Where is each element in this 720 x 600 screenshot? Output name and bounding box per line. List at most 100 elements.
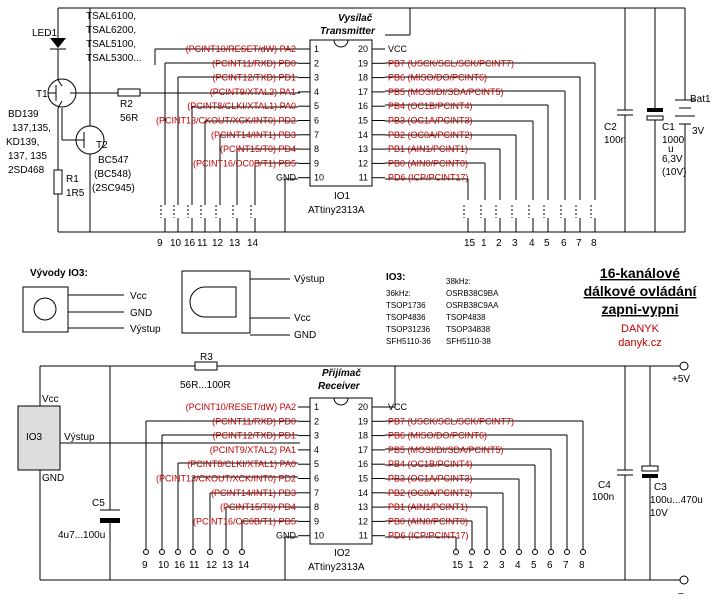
tx-button-label: 11	[197, 238, 208, 249]
ic1-pin-label-right: PB2 (OC0A/PCINT2)	[388, 130, 473, 140]
ic1-pin-num: 10	[314, 173, 324, 183]
c1-unit: u	[668, 144, 674, 155]
ic1-pin-label-left: (PCINT15/T0) PD4	[220, 144, 296, 154]
led-part-4: TSAL5300...	[86, 53, 142, 64]
ic2-pin-num: 11	[359, 531, 368, 541]
ic2-pin-label-left: (PCINT16/OC0B/T1) PD5	[193, 516, 296, 526]
ic1-pin-label-left: (PCINT10/RESET/dW) PA2	[186, 44, 296, 54]
title-line-2: dálkové ovládání	[584, 283, 698, 299]
ic2-pin-label-left: (PCINT15/T0) PD4	[220, 502, 296, 512]
ic2-pin-label-left: (PCINT9/XTAL2) PA1	[210, 445, 296, 455]
ic2-pin-num: 17	[358, 445, 368, 455]
ic2-pin-label-right: PB4 (OC1B/PCINT4)	[388, 459, 473, 469]
t1-part-2: 137,135,	[12, 123, 51, 134]
author: DANYK	[621, 323, 660, 335]
tx-button-label: 10	[170, 238, 182, 249]
output-terminal	[484, 549, 490, 555]
t2-ref: T2	[96, 140, 108, 151]
ic1-pin-label-right: PB4 (OC1B/PCINT4)	[388, 101, 473, 111]
ic1-pin-num: 15	[358, 116, 368, 126]
ic2-ref: IO2	[334, 548, 351, 559]
t1-part-4: 137, 135	[8, 151, 47, 162]
c5-val: 4u7...100u	[58, 530, 105, 541]
io3-pinout-side	[181, 270, 290, 336]
ic1-pin-label-left: GND	[276, 173, 297, 183]
ic1-pin-label-right: PB7 (USCK/SCL/SCK/PCINT7)	[388, 58, 514, 68]
c1-volt: 6,3V	[662, 154, 683, 165]
led-part-2: TSAL6200,	[86, 25, 136, 36]
ic1-pin-label-left: (PCINT14/INT1) PD3	[211, 130, 296, 140]
pinout-front-gnd: GND	[130, 308, 152, 319]
output-terminal	[223, 549, 229, 555]
ic2-pin-label-right: PB3 (OC1A/PCINT3)	[388, 474, 473, 484]
rx-output-label: 3	[499, 560, 505, 571]
tx-button-label: 7	[576, 238, 582, 249]
io3-col1-item: SFH5110-36	[386, 337, 431, 346]
io3-vcc: Vcc	[42, 394, 59, 405]
rx-output-label: 4	[515, 560, 521, 571]
output-terminal	[500, 549, 506, 555]
led-ref: LED1	[32, 28, 57, 39]
io3-col2-item: OSRB38C9BA	[446, 289, 499, 298]
rx-output-label: 15	[452, 560, 464, 571]
rx-output-label: 14	[238, 560, 250, 571]
t2-part-2: (BC548)	[94, 169, 131, 180]
ic2-pin-label-right: PB2 (OC0A/PCINT2)	[388, 488, 473, 498]
io3-col2-item: TSOP34838	[446, 325, 491, 334]
ic1-pin-label-right: PB1 (AIN1/PCINT1)	[388, 144, 468, 154]
io3-col1-item: TSOP4836	[386, 313, 426, 322]
ic1-pin-num: 19	[358, 58, 368, 68]
r1-ref: R1	[66, 174, 79, 185]
pinout-side-gnd: GND	[294, 330, 316, 341]
ic1-pin-num: 12	[358, 158, 368, 168]
rx-title-cz: Přijímač	[322, 368, 361, 379]
ic1-pin-num: 17	[358, 87, 368, 97]
r3-val: 56R...100R	[180, 380, 231, 391]
ic1-pin-num: 18	[358, 73, 368, 83]
ic1-pin-label-right: PB0 (AIN0/PCINT0)	[388, 158, 468, 168]
ic2-part: ATtiny2313A	[308, 562, 365, 573]
ic1-pin-label-left: (PCINT11/RXD) PD0	[212, 58, 296, 68]
tx-button-label: 13	[229, 238, 241, 249]
ic1-pin-num: 20	[358, 44, 368, 54]
io3-col1-item: TSOP1736	[386, 301, 426, 310]
rx-output-label: 16	[174, 560, 186, 571]
io3-col2-item: TSOP4838	[446, 313, 486, 322]
c5-ref: C5	[92, 498, 105, 509]
ic2-pin-label-right: PB6 (MISO/DO/PCINT6)	[388, 431, 487, 441]
ic2-pin-num: 2	[314, 416, 319, 426]
ic2-pin-num: 20	[358, 402, 368, 412]
rx-output-label: 7	[563, 560, 569, 571]
ic1-pin-label-right: PB3 (OC1A/PCINT3)	[388, 116, 473, 126]
rx-output-label: 8	[579, 560, 585, 571]
ic2-pin-label-left: (PCINT14/INT1) PD3	[211, 488, 296, 498]
rx-output-label: 1	[468, 560, 474, 571]
ic2-pin-num: 18	[358, 431, 368, 441]
io3-module	[17, 405, 61, 471]
tx-button-label: 9	[157, 238, 163, 249]
t2-part-3: (2SC945)	[92, 183, 135, 194]
tx-button-label: 14	[247, 238, 259, 249]
pinout-front-out: Výstup	[130, 324, 161, 335]
ic1-pin-label-left: (PCINT8/CLKI/XTAL1) PA0	[187, 101, 296, 111]
title-line-1: 16-kanálové	[600, 265, 680, 281]
ic2-pin-num: 12	[358, 516, 368, 526]
pinout-title: Vývody IO3:	[30, 268, 88, 279]
ic2-pin-num: 6	[314, 474, 319, 484]
output-terminal	[207, 549, 213, 555]
rx-output-label: 13	[222, 560, 234, 571]
rx-output-label: 2	[483, 560, 489, 571]
ic1-pin-num: 14	[358, 130, 368, 140]
rx-output-label: 10	[158, 560, 170, 571]
transmitter-wiring	[47, 7, 695, 233]
ic1-pin-label-left: (PCINT12/TXD) PD1	[212, 73, 296, 83]
ic1-pin-num: 16	[358, 101, 368, 111]
ic1-pin-num: 2	[314, 58, 319, 68]
c3-volt: 10V	[650, 508, 668, 519]
output-terminal	[175, 549, 181, 555]
output-terminal	[239, 549, 245, 555]
bat-ref: Bat1	[690, 94, 711, 105]
ic1-ref: IO1	[334, 191, 351, 202]
io3-pinout-front	[22, 286, 124, 333]
r3-ref: R3	[200, 352, 213, 363]
